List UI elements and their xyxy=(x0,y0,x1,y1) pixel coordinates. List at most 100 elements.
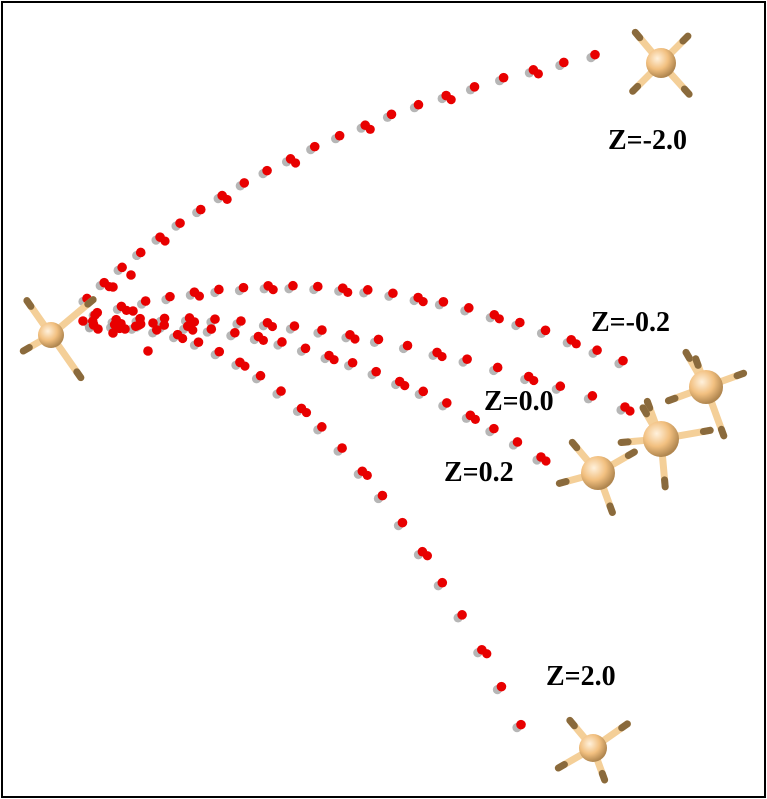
trajectory-dot xyxy=(140,296,151,306)
trajectory-dot xyxy=(446,95,456,105)
bond-tip xyxy=(733,369,748,380)
trajectory-dot xyxy=(78,316,88,326)
trajectory-dot xyxy=(625,406,635,416)
atom-sphere xyxy=(689,370,723,404)
trajectory-dot xyxy=(533,69,543,79)
trajectory-dot xyxy=(117,262,127,273)
bond-tip xyxy=(643,397,654,412)
trajectory-dot xyxy=(290,158,301,168)
trajectory-dot xyxy=(571,339,581,349)
trajectory-path-1 xyxy=(88,280,628,369)
trajectory-dot xyxy=(189,317,200,327)
bond-tip xyxy=(679,32,692,45)
trajectory-path-0 xyxy=(78,49,600,307)
trajectory-dot xyxy=(371,366,381,377)
trajectory-dot xyxy=(540,325,551,336)
atom-z-0-2 xyxy=(555,438,638,516)
trajectory-dot xyxy=(334,130,345,141)
bond-tip xyxy=(692,355,702,369)
trajectory-dot xyxy=(498,72,509,83)
trajectory-dot xyxy=(400,381,410,391)
trajectory-dot xyxy=(362,470,372,480)
trajectory-dot xyxy=(343,287,353,297)
trajectory-dot xyxy=(135,247,146,258)
trajectory-dot xyxy=(238,282,249,293)
trajectory-dot xyxy=(230,327,240,338)
trajectory-dot xyxy=(128,306,138,316)
bond-tip xyxy=(555,478,570,487)
trajectory-dot xyxy=(413,99,424,110)
trajectory-dot xyxy=(329,355,339,365)
trajectory-dot xyxy=(160,236,170,246)
atom-sphere xyxy=(643,421,679,457)
trajectory-dot xyxy=(515,317,525,328)
bond-tip xyxy=(606,502,616,516)
trajectory-dot xyxy=(206,324,217,334)
atom-z-0 xyxy=(617,397,714,491)
bond-tip xyxy=(19,344,33,355)
trajectory-dot xyxy=(288,280,298,291)
trajectory-dot xyxy=(462,354,472,364)
trajectory-dot xyxy=(489,423,499,434)
trajectory-dot xyxy=(317,325,327,335)
trajectory-dot xyxy=(222,194,232,205)
trajectory-dot xyxy=(195,204,206,215)
trajectory-dot xyxy=(442,398,452,408)
trajectory-dot xyxy=(317,422,327,432)
trajectory-dot xyxy=(277,337,287,347)
trajectory-dot xyxy=(362,285,373,295)
trajectory-dot xyxy=(494,314,504,324)
trajectory-dot xyxy=(496,681,507,692)
trajectory-dot xyxy=(457,610,467,620)
trajectory-dot xyxy=(214,284,224,295)
bond-tip xyxy=(554,761,568,772)
trajectory-dot xyxy=(175,218,185,228)
trajectory-dot xyxy=(541,456,551,466)
trajectory-dot xyxy=(418,297,428,307)
trajectory-dot xyxy=(347,357,358,368)
trajectory-diagram xyxy=(19,28,748,784)
trajectory-dot xyxy=(373,334,384,345)
bond-tip xyxy=(639,404,650,418)
trajectory-dot xyxy=(159,320,170,330)
trajectory-dot xyxy=(402,340,413,351)
trajectory-dot xyxy=(313,281,323,292)
label-z-neg-2: Z=-2.0 xyxy=(608,125,687,156)
atom-sphere xyxy=(646,48,676,78)
trajectory-dot xyxy=(143,346,153,356)
trajectory-dot xyxy=(386,109,397,120)
bond-tip xyxy=(566,716,578,730)
label-z-2: Z=2.0 xyxy=(546,661,616,692)
trajectory-dot xyxy=(93,324,103,334)
trajectory-dot xyxy=(90,310,100,320)
bond-tip xyxy=(680,85,693,98)
atom-origin xyxy=(19,296,97,382)
bond-tip xyxy=(23,297,35,310)
trajectory-dot xyxy=(377,490,388,501)
trajectory-dot xyxy=(258,335,269,345)
trajectory-dot xyxy=(618,355,628,366)
trajectory-dot xyxy=(268,285,278,295)
trajectory-dot xyxy=(194,291,204,301)
trajectory-dot xyxy=(512,437,523,447)
bond-tip xyxy=(682,348,693,362)
trajectory-dot xyxy=(309,141,320,152)
trajectory-dot xyxy=(437,577,448,588)
bond-tip xyxy=(661,476,669,491)
atom-sphere xyxy=(579,734,607,762)
trajectory-dot xyxy=(239,178,250,188)
trajectory-dot xyxy=(559,57,569,68)
bond-tip xyxy=(598,769,609,784)
label-z-neg-0-2: Z=-0.2 xyxy=(591,307,670,338)
trajectory-dot xyxy=(267,321,278,332)
trajectory-dot xyxy=(120,324,130,334)
trajectory-dot xyxy=(193,337,204,347)
trajectory-dot xyxy=(592,345,602,356)
trajectory-dot xyxy=(236,316,246,326)
trajectory-dot xyxy=(210,314,220,324)
trajectory-dot xyxy=(276,386,286,396)
trajectory-dot xyxy=(108,328,118,338)
trajectory-dot xyxy=(397,517,408,528)
trajectory-dot xyxy=(388,288,398,299)
